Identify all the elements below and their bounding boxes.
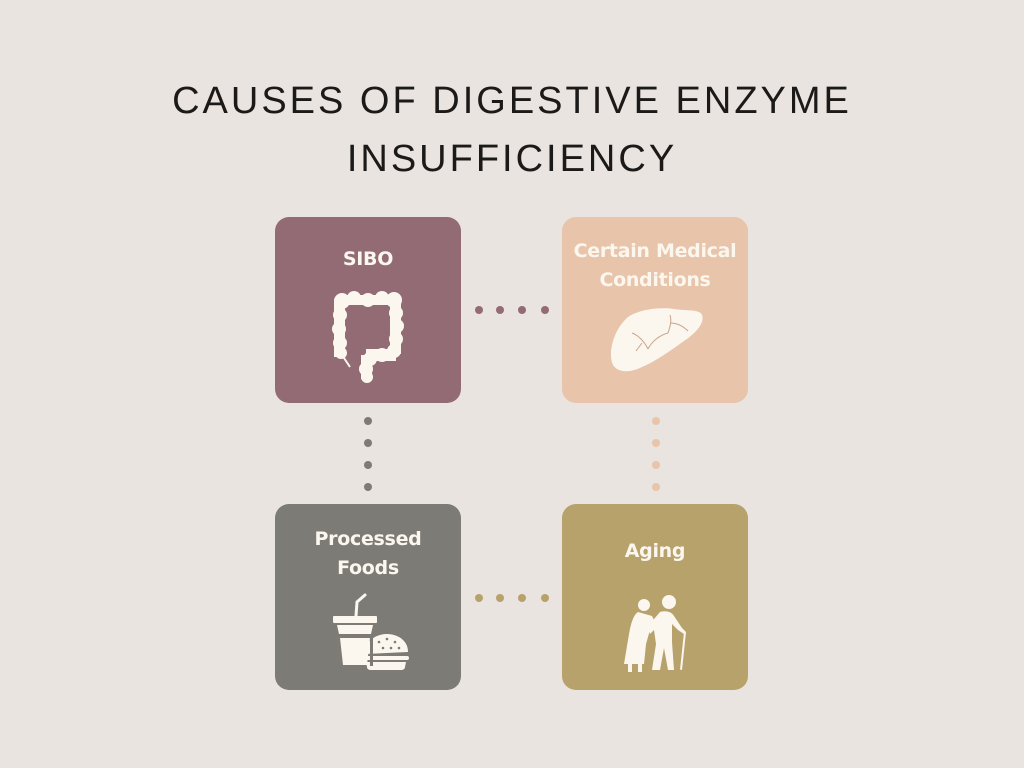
connector-dot xyxy=(652,461,660,469)
card-label-medical-line1: Certain Medical xyxy=(573,240,737,262)
page-title: CAUSES OF DIGESTIVE ENZYME INSUFFICIENCY xyxy=(0,72,1024,188)
title-line-1: CAUSES OF DIGESTIVE ENZYME xyxy=(172,80,852,122)
card-processed-foods: Processed Foods xyxy=(275,504,461,690)
connector-dot xyxy=(652,483,660,491)
connector-dot xyxy=(541,306,549,314)
card-sibo: SIBO xyxy=(275,217,461,403)
connector-dot xyxy=(364,483,372,491)
connector-dot xyxy=(518,306,526,314)
card-aging: Aging xyxy=(562,504,748,690)
connector-dot xyxy=(364,461,372,469)
card-label-medical-line2: Conditions xyxy=(599,269,711,291)
elderly-couple-icon xyxy=(624,595,686,672)
connector-dot xyxy=(364,417,372,425)
card-label-processed-line2: Foods xyxy=(337,557,399,579)
connector-dot xyxy=(518,594,526,602)
connector-dot xyxy=(652,417,660,425)
connector-dot xyxy=(496,306,504,314)
connector-dot xyxy=(496,594,504,602)
connector-dot xyxy=(652,439,660,447)
connector-dot xyxy=(364,439,372,447)
liver-icon xyxy=(610,308,703,372)
card-label-sibo: SIBO xyxy=(342,248,394,270)
connector-dot xyxy=(475,306,483,314)
card-label-processed-line1: Processed xyxy=(314,528,422,550)
title-line-2: INSUFFICIENCY xyxy=(346,138,678,180)
fast-food-icon xyxy=(333,593,409,670)
card-medical-conditions: Certain Medical Conditions xyxy=(562,217,748,403)
card-label-aging: Aging xyxy=(624,540,686,562)
connector-dot xyxy=(475,594,483,602)
connector-dot xyxy=(541,594,549,602)
colon-icon xyxy=(332,291,404,383)
